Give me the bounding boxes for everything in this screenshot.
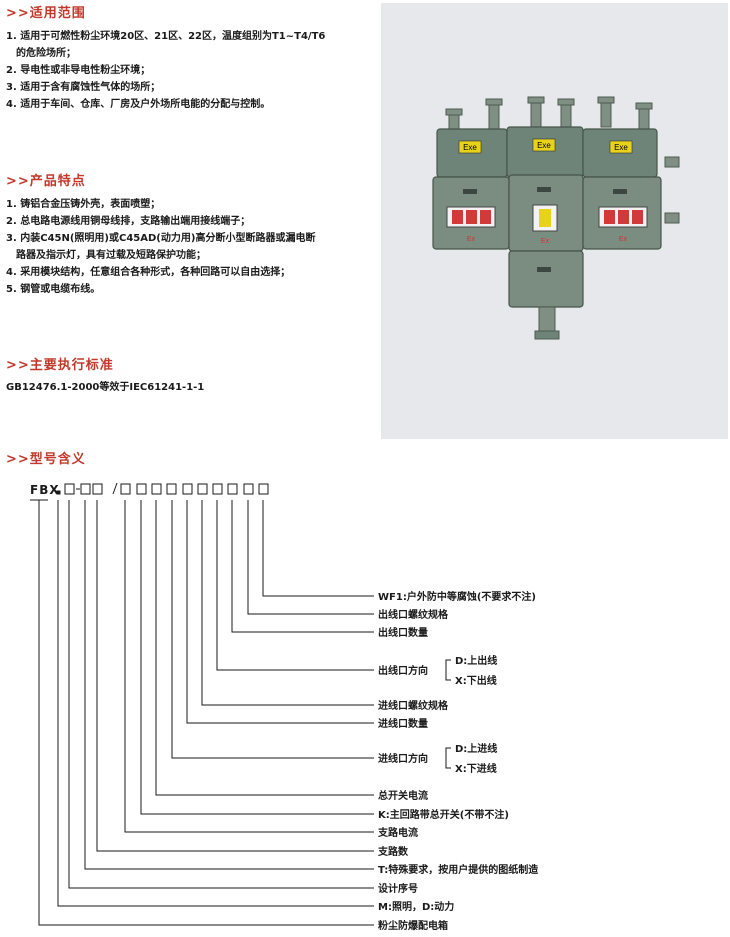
label-out-thread: 出线口螺纹规格 xyxy=(378,608,449,621)
standards-text: GB12476.1-2000等效于IEC61241-1-1 xyxy=(6,382,205,393)
label-wf1: WF1:户外防中等腐蚀(不要求不注) xyxy=(378,590,536,603)
list-item: 3. 适用于含有腐蚀性气体的场所； xyxy=(6,82,161,93)
product-photo: Exe Exe Exe Ex Ex Ex xyxy=(381,3,728,439)
label-md: M:照明，D:动力 xyxy=(378,900,454,913)
label-out-dir: 出线口方向 xyxy=(378,664,428,677)
label-main-current: 总开关电流 xyxy=(378,789,428,802)
features-title: >>产品特点 xyxy=(6,174,86,189)
list-item: 4. 采用模块结构，任意组合各种形式，各种回路可以自由选择； xyxy=(6,267,291,278)
features-list: 1. 铸铝合金压铸外壳，表面喷塑； 2. 总电路电源线用铜母线排，支路输出端用接… xyxy=(6,196,371,298)
label-in-thread: 进线口螺纹规格 xyxy=(378,699,449,712)
list-item: 1. 铸铝合金压铸外壳，表面喷塑； xyxy=(6,199,161,210)
list-item: 2. 导电性或非导电性粉尘环境； xyxy=(6,65,151,76)
list-item: 3. 内装C45N(照明用)或C45AD(动力用)高分断小型断路器或漏电断 xyxy=(6,233,316,244)
ex-mark: Ex xyxy=(541,238,550,245)
label-in-count: 进线口数量 xyxy=(378,717,428,730)
list-item: 4. 适用于车间、仓库、厂房及户外场所电能的分配与控制。 xyxy=(6,99,271,110)
exe-tag: Exe xyxy=(537,141,551,150)
label-t: T:特殊要求，按用户提供的图纸制造 xyxy=(378,863,539,876)
label-in-dir: 进线口方向 xyxy=(378,752,428,765)
list-item: 1. 适用于可燃性粉尘环境20区、21区、22区，温度组别为T1~T4/T6 xyxy=(6,31,326,42)
label-in-dir-x: X:下进线 xyxy=(455,762,497,775)
label-design-no: 设计序号 xyxy=(378,882,418,895)
exe-tag: Exe xyxy=(463,143,477,152)
label-branch-current: 支路电流 xyxy=(377,826,418,839)
ex-mark: Ex xyxy=(467,236,476,243)
label-in-dir-d: D:上进线 xyxy=(455,742,497,755)
label-k: K:主回路带总开关(不带不注) xyxy=(378,808,509,821)
list-item: 2. 总电路电源线用铜母线排，支路输出端用接线端子； xyxy=(6,216,251,227)
list-item: 的危险场所； xyxy=(16,48,76,59)
label-out-dir-d: D:上出线 xyxy=(455,654,497,667)
label-branch-count: 支路数 xyxy=(377,845,409,858)
model-title: >>型号含义 xyxy=(6,452,86,467)
list-item: 路器及指示灯，具有过载及短路保护功能； xyxy=(16,250,206,261)
list-item: 5. 钢管或电缆布线。 xyxy=(6,284,101,295)
ex-mark: Ex xyxy=(619,236,628,243)
model-code: FBX xyxy=(30,483,60,497)
exe-tag: Exe xyxy=(614,143,628,152)
scope-title: >>适用范围 xyxy=(6,6,86,21)
label-out-dir-x: X:下出线 xyxy=(455,674,497,687)
scope-list: 1. 适用于可燃性粉尘环境20区、21区、22区，温度组别为T1~T4/T6 的… xyxy=(6,28,371,113)
model-prefix: FBX xyxy=(30,483,60,497)
label-box: 粉尘防爆配电箱 xyxy=(378,919,448,932)
label-out-count: 出线口数量 xyxy=(378,626,428,639)
standards-title: >>主要执行标准 xyxy=(6,358,114,373)
explosion-proof-box-image: Exe Exe Exe Ex Ex Ex xyxy=(432,96,680,340)
